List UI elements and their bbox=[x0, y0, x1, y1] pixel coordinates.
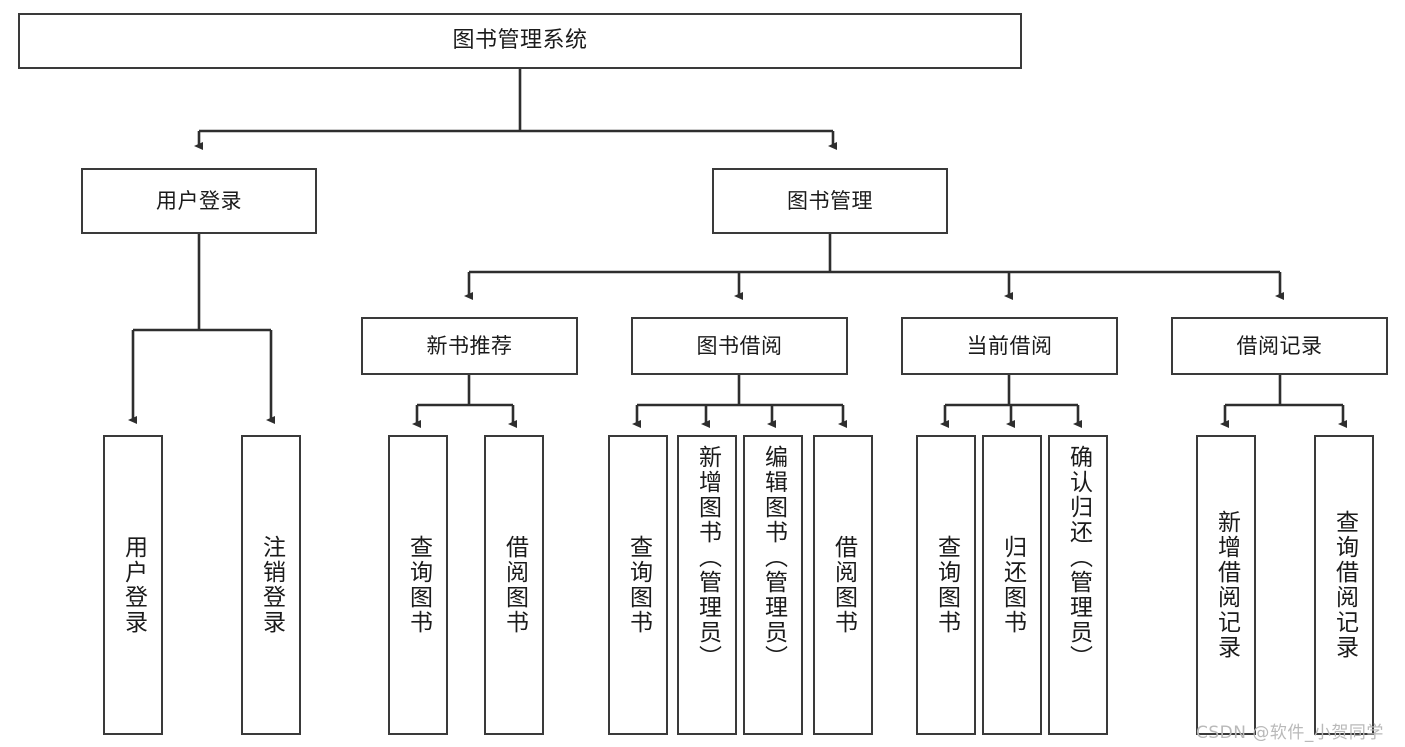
node-borrow-record[interactable]: 借阅记录 bbox=[1171, 317, 1388, 375]
node-new-book-recommend-label: 新书推荐 bbox=[426, 333, 513, 358]
node-root-label: 图书管理系统 bbox=[452, 28, 588, 54]
node-user-login[interactable]: 用户登录 bbox=[81, 168, 317, 234]
leaf-edit-book[interactable]: 编辑图书（管理员） bbox=[743, 435, 803, 735]
leaf-logout-login-label: 注销登录 bbox=[258, 535, 285, 635]
leaf-confirm-return-label: 确认归还（管理员） bbox=[1065, 445, 1092, 670]
leaf-return-book[interactable]: 归还图书 bbox=[982, 435, 1042, 735]
leaf-query-record-label: 查询借阅记录 bbox=[1331, 510, 1358, 660]
node-book-manage-label: 图书管理 bbox=[787, 188, 873, 213]
node-book-borrow[interactable]: 图书借阅 bbox=[631, 317, 848, 375]
leaf-borrow-book-2[interactable]: 借阅图书 bbox=[813, 435, 873, 735]
leaf-query-book-2[interactable]: 查询图书 bbox=[608, 435, 668, 735]
leaf-user-login[interactable]: 用户登录 bbox=[103, 435, 163, 735]
leaf-user-login-label: 用户登录 bbox=[120, 535, 147, 635]
leaf-query-record[interactable]: 查询借阅记录 bbox=[1314, 435, 1374, 735]
leaf-query-book-1-label: 查询图书 bbox=[405, 535, 432, 635]
leaf-borrow-book-1-label: 借阅图书 bbox=[501, 535, 528, 635]
node-book-borrow-label: 图书借阅 bbox=[696, 333, 783, 358]
leaf-query-book-2-label: 查询图书 bbox=[625, 535, 652, 635]
leaf-confirm-return[interactable]: 确认归还（管理员） bbox=[1048, 435, 1108, 735]
leaf-borrow-book-2-label: 借阅图书 bbox=[830, 535, 857, 635]
leaf-add-book[interactable]: 新增图书（管理员） bbox=[677, 435, 737, 735]
leaf-query-book-1[interactable]: 查询图书 bbox=[388, 435, 448, 735]
leaf-query-book-3-label: 查询图书 bbox=[933, 535, 960, 635]
node-current-borrow[interactable]: 当前借阅 bbox=[901, 317, 1118, 375]
leaf-query-book-3[interactable]: 查询图书 bbox=[916, 435, 976, 735]
node-user-login-label: 用户登录 bbox=[156, 188, 242, 213]
node-new-book-recommend[interactable]: 新书推荐 bbox=[361, 317, 578, 375]
leaf-add-book-label: 新增图书（管理员） bbox=[694, 445, 721, 670]
node-borrow-record-label: 借阅记录 bbox=[1236, 333, 1323, 358]
csdn-watermark: CSDN @软件_小贺同学 bbox=[1196, 723, 1384, 743]
node-book-manage[interactable]: 图书管理 bbox=[712, 168, 948, 234]
node-root[interactable]: 图书管理系统 bbox=[18, 13, 1022, 69]
leaf-logout-login[interactable]: 注销登录 bbox=[241, 435, 301, 735]
leaf-edit-book-label: 编辑图书（管理员） bbox=[760, 445, 787, 670]
leaf-return-book-label: 归还图书 bbox=[999, 535, 1026, 635]
leaf-borrow-book-1[interactable]: 借阅图书 bbox=[484, 435, 544, 735]
leaf-add-record[interactable]: 新增借阅记录 bbox=[1196, 435, 1256, 735]
leaf-add-record-label: 新增借阅记录 bbox=[1213, 510, 1240, 660]
node-current-borrow-label: 当前借阅 bbox=[966, 333, 1053, 358]
